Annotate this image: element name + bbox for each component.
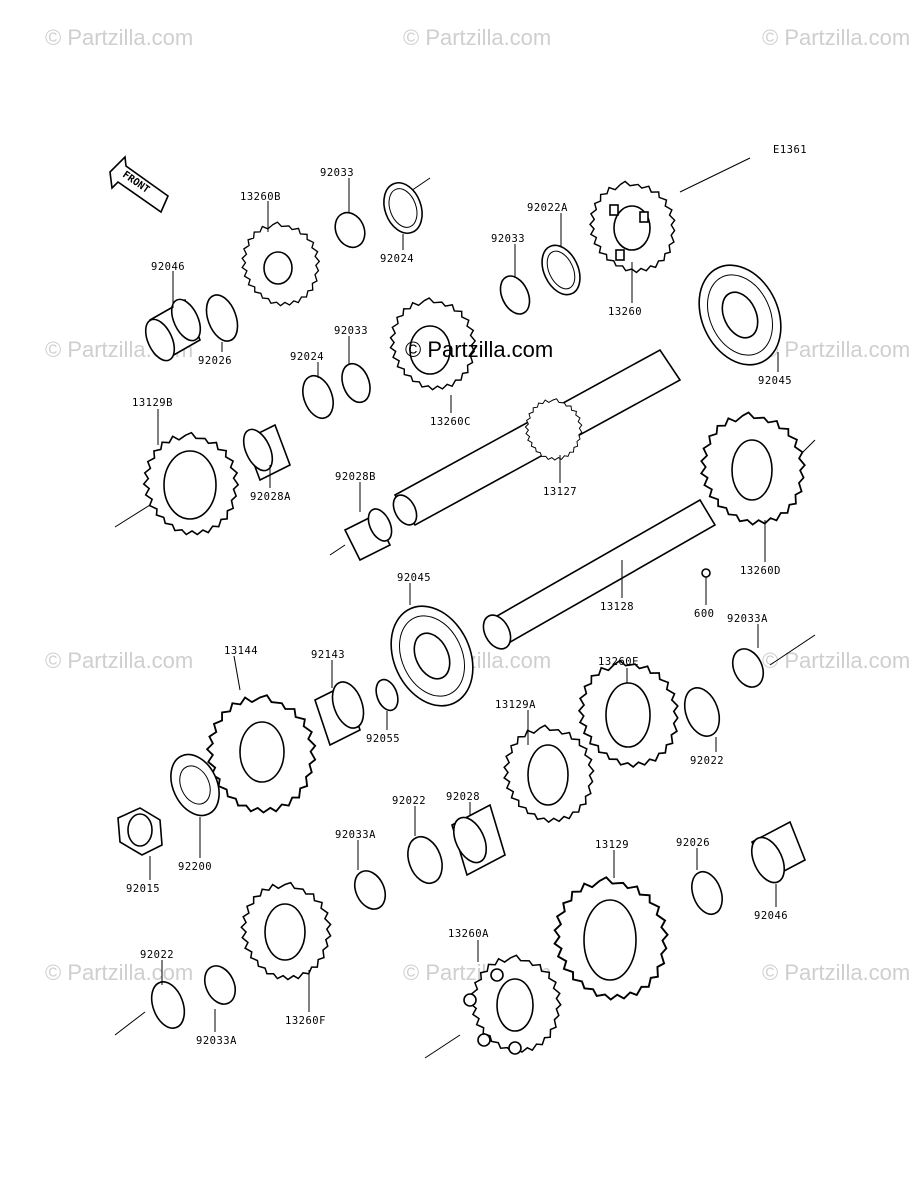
gear-13129a — [495, 717, 602, 831]
watermark-text: © Partzilla.com — [45, 648, 193, 673]
gear-13129 — [543, 867, 679, 1010]
washer-92022-right — [683, 687, 721, 737]
part-label: 13127 — [543, 486, 577, 498]
reference-code: E1361 — [773, 144, 807, 156]
washer-92022-mid — [407, 835, 443, 885]
sprocket-13144 — [206, 694, 317, 814]
snap-ring-92033a-left — [353, 870, 387, 910]
part-label: 92045 — [397, 572, 431, 584]
part-label: 92022 — [140, 949, 174, 961]
collar-92143 — [314, 681, 365, 747]
part-label: 13129A — [495, 699, 536, 711]
part-label: 13260A — [448, 928, 489, 940]
gear-13260f — [240, 881, 332, 981]
washer-92024-mid — [302, 374, 334, 420]
part-labels: 92033 13260B 92024 92046 92026 92022A 92… — [126, 167, 792, 1047]
part-label: 92033A — [727, 613, 768, 625]
watermark-text: © Partzilla.com — [762, 960, 910, 985]
part-label: 92143 — [311, 649, 345, 661]
part-label: 13144 — [224, 645, 258, 657]
snap-ring-92033-mid — [499, 275, 531, 315]
part-label: 92024 — [290, 351, 324, 363]
gear-13260 — [579, 170, 687, 283]
gear-13260c — [382, 290, 484, 398]
part-label: 600 — [694, 608, 714, 620]
bushing-92046-bottom — [750, 820, 807, 884]
washer-92026-top — [205, 294, 239, 342]
center-watermark: © Partzilla.com — [405, 337, 553, 362]
part-label: 13260E — [598, 656, 639, 668]
part-label: 92028 — [446, 791, 480, 803]
washer-92026-bottom — [691, 870, 723, 916]
o-ring-92055 — [375, 678, 399, 712]
nut-92015 — [117, 807, 163, 856]
part-label: 92200 — [178, 861, 212, 873]
part-label: 92033A — [196, 1035, 237, 1047]
gear-13260b — [234, 215, 327, 313]
part-label: 92055 — [366, 733, 400, 745]
part-label: 92024 — [380, 253, 414, 265]
part-label: 13129 — [595, 839, 629, 851]
bushing-92028a — [242, 423, 292, 482]
part-label: 13260F — [285, 1015, 326, 1027]
watermark-text: © Partzilla.com — [762, 337, 910, 362]
gear-13260e — [566, 648, 692, 780]
part-label: 92046 — [754, 910, 788, 922]
part-label: 92033 — [320, 167, 354, 179]
bearing-92045-top — [698, 264, 782, 366]
snap-ring-92033a-bottom — [203, 965, 237, 1005]
snap-ring-92033-top — [334, 211, 366, 249]
watermark-text: © Partzilla.com — [403, 25, 551, 50]
part-label: 92015 — [126, 883, 160, 895]
part-label: 13260D — [740, 565, 781, 577]
part-label: 13128 — [600, 601, 634, 613]
watermark-text: © Partzilla.com — [762, 25, 910, 50]
part-label: 92026 — [198, 355, 232, 367]
washer-92022-bottom — [150, 981, 186, 1029]
part-label: 92033 — [334, 325, 368, 337]
part-label: 92028A — [250, 491, 291, 503]
snap-ring-92033a-right — [731, 648, 765, 688]
gear-13260d — [691, 403, 815, 534]
snap-ring-92033-low — [341, 362, 371, 404]
bushing-92046-top — [144, 298, 202, 362]
part-label: 92033A — [335, 829, 376, 841]
gear-13129b — [138, 428, 243, 540]
bearing-92045-mid — [390, 605, 474, 707]
main-shaft-13127 — [392, 348, 682, 527]
ball-600 — [701, 568, 711, 578]
part-label: 92026 — [676, 837, 710, 849]
part-label: 92022 — [392, 795, 426, 807]
washer-92200 — [170, 753, 220, 817]
washer-92022a — [541, 244, 581, 296]
part-label: 92022A — [527, 202, 568, 214]
part-label: 92045 — [758, 375, 792, 387]
axis-lines — [114, 157, 816, 1059]
bushing-92028b — [343, 508, 393, 562]
front-direction-arrow: FRONT — [109, 155, 169, 214]
part-label: 13129B — [132, 397, 173, 409]
watermark-text: © Partzilla.com — [45, 960, 193, 985]
bushing-92028 — [451, 803, 506, 877]
part-label: 13260C — [430, 416, 471, 428]
part-label: 13260B — [240, 191, 281, 203]
part-label: 13260 — [608, 306, 642, 318]
leader-lines — [149, 178, 779, 1032]
watermark-text: © Partzilla.com — [45, 25, 193, 50]
washer-92024-top — [383, 182, 423, 234]
gear-13260a — [463, 951, 566, 1057]
drive-shaft-13128 — [482, 498, 717, 650]
part-label: 92028B — [335, 471, 376, 483]
watermark-text: © Partzilla.com — [762, 648, 910, 673]
part-label: 92046 — [151, 261, 185, 273]
part-label: 92022 — [690, 755, 724, 767]
part-label: 92033 — [491, 233, 525, 245]
